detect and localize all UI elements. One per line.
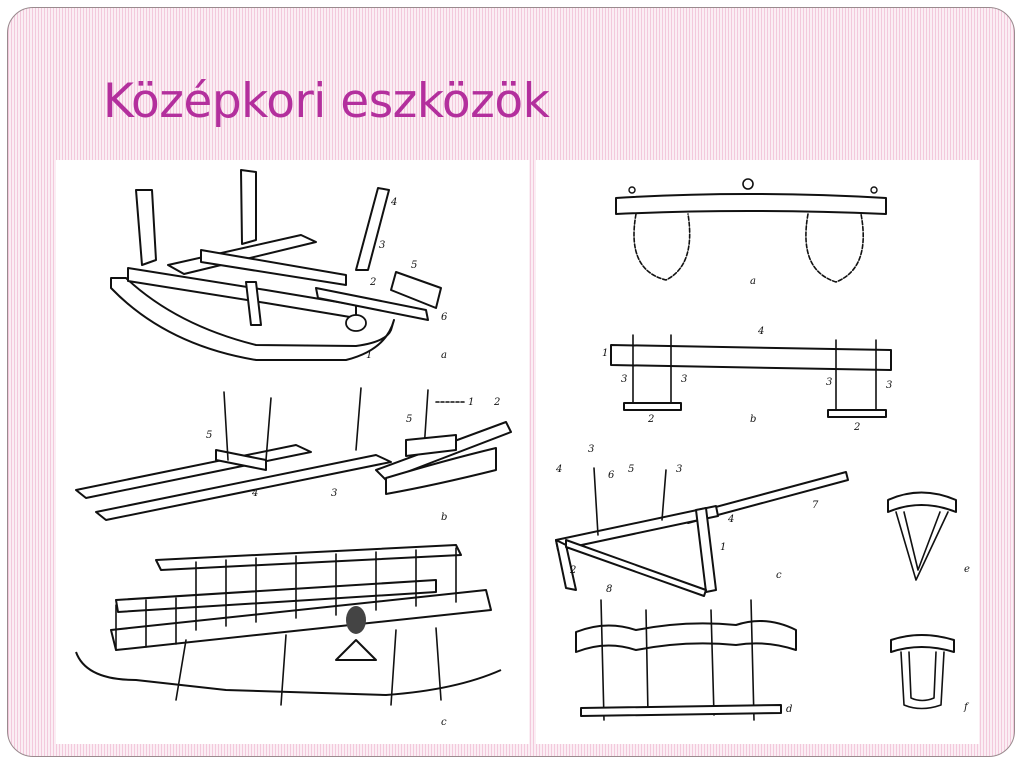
svg-text:7: 7 (812, 500, 819, 511)
svg-text:3: 3 (886, 380, 892, 391)
svg-text:4: 4 (555, 464, 562, 475)
yoke-figure-f: f (890, 634, 970, 713)
sled-figure-a: 4 3 2 5 6 1 a (110, 169, 448, 361)
sled-illustrations-panel: 4 3 2 5 6 1 a 1 2 5 5 4 3 b (56, 160, 529, 744)
svg-text:3: 3 (621, 374, 627, 385)
yoke-drawings: a 1 4 3 3 3 3 2 2 b (555, 178, 970, 721)
svg-text:2: 2 (647, 414, 654, 425)
svg-text:1: 1 (720, 542, 726, 553)
yoke-figure-a: a (615, 178, 887, 287)
svg-text:b: b (441, 512, 447, 523)
svg-text:2: 2 (853, 422, 860, 433)
svg-text:3: 3 (379, 240, 385, 251)
svg-text:a: a (750, 276, 756, 287)
svg-text:6: 6 (441, 312, 448, 323)
svg-text:d: d (786, 704, 792, 715)
svg-text:4: 4 (757, 326, 764, 337)
svg-text:4: 4 (727, 514, 734, 525)
yoke-figure-d: d (575, 599, 797, 721)
svg-text:a: a (441, 350, 447, 361)
svg-text:8: 8 (606, 584, 612, 595)
svg-text:1: 1 (602, 348, 608, 359)
svg-text:e: e (964, 564, 970, 575)
svg-text:5: 5 (206, 430, 212, 441)
svg-text:c: c (776, 570, 782, 581)
svg-text:5: 5 (628, 464, 634, 475)
sled-figure-b: 1 2 5 5 4 3 b (75, 387, 512, 523)
svg-text:1: 1 (468, 397, 474, 408)
svg-text:1: 1 (366, 350, 372, 361)
yoke-figure-e: e (887, 491, 970, 581)
svg-text:b: b (750, 414, 756, 425)
svg-text:5: 5 (406, 414, 412, 425)
svg-text:2: 2 (369, 277, 376, 288)
svg-text:4: 4 (390, 197, 397, 208)
svg-text:2: 2 (493, 397, 500, 408)
svg-text:3: 3 (676, 464, 682, 475)
yoke-illustrations-panel: a 1 4 3 3 3 3 2 2 b (536, 160, 979, 744)
svg-text:3: 3 (331, 488, 337, 499)
yoke-figure-b: 1 4 3 3 3 3 2 2 b (602, 326, 892, 433)
svg-text:3: 3 (681, 374, 687, 385)
svg-text:3: 3 (588, 444, 594, 455)
svg-text:c: c (441, 717, 447, 728)
svg-text:4: 4 (251, 488, 258, 499)
svg-text:3: 3 (826, 377, 832, 388)
svg-text:6: 6 (608, 470, 615, 481)
svg-text:5: 5 (411, 260, 417, 271)
sled-figure-c: c (75, 544, 502, 728)
svg-text:f: f (963, 702, 970, 713)
sled-drawings: 4 3 2 5 6 1 a 1 2 5 5 4 3 b (75, 169, 512, 728)
slide-title: Középkori eszközök (103, 74, 550, 129)
yoke-figure-c: 4 3 6 5 3 7 4 1 2 8 c (555, 444, 849, 597)
svg-text:2: 2 (569, 565, 576, 576)
